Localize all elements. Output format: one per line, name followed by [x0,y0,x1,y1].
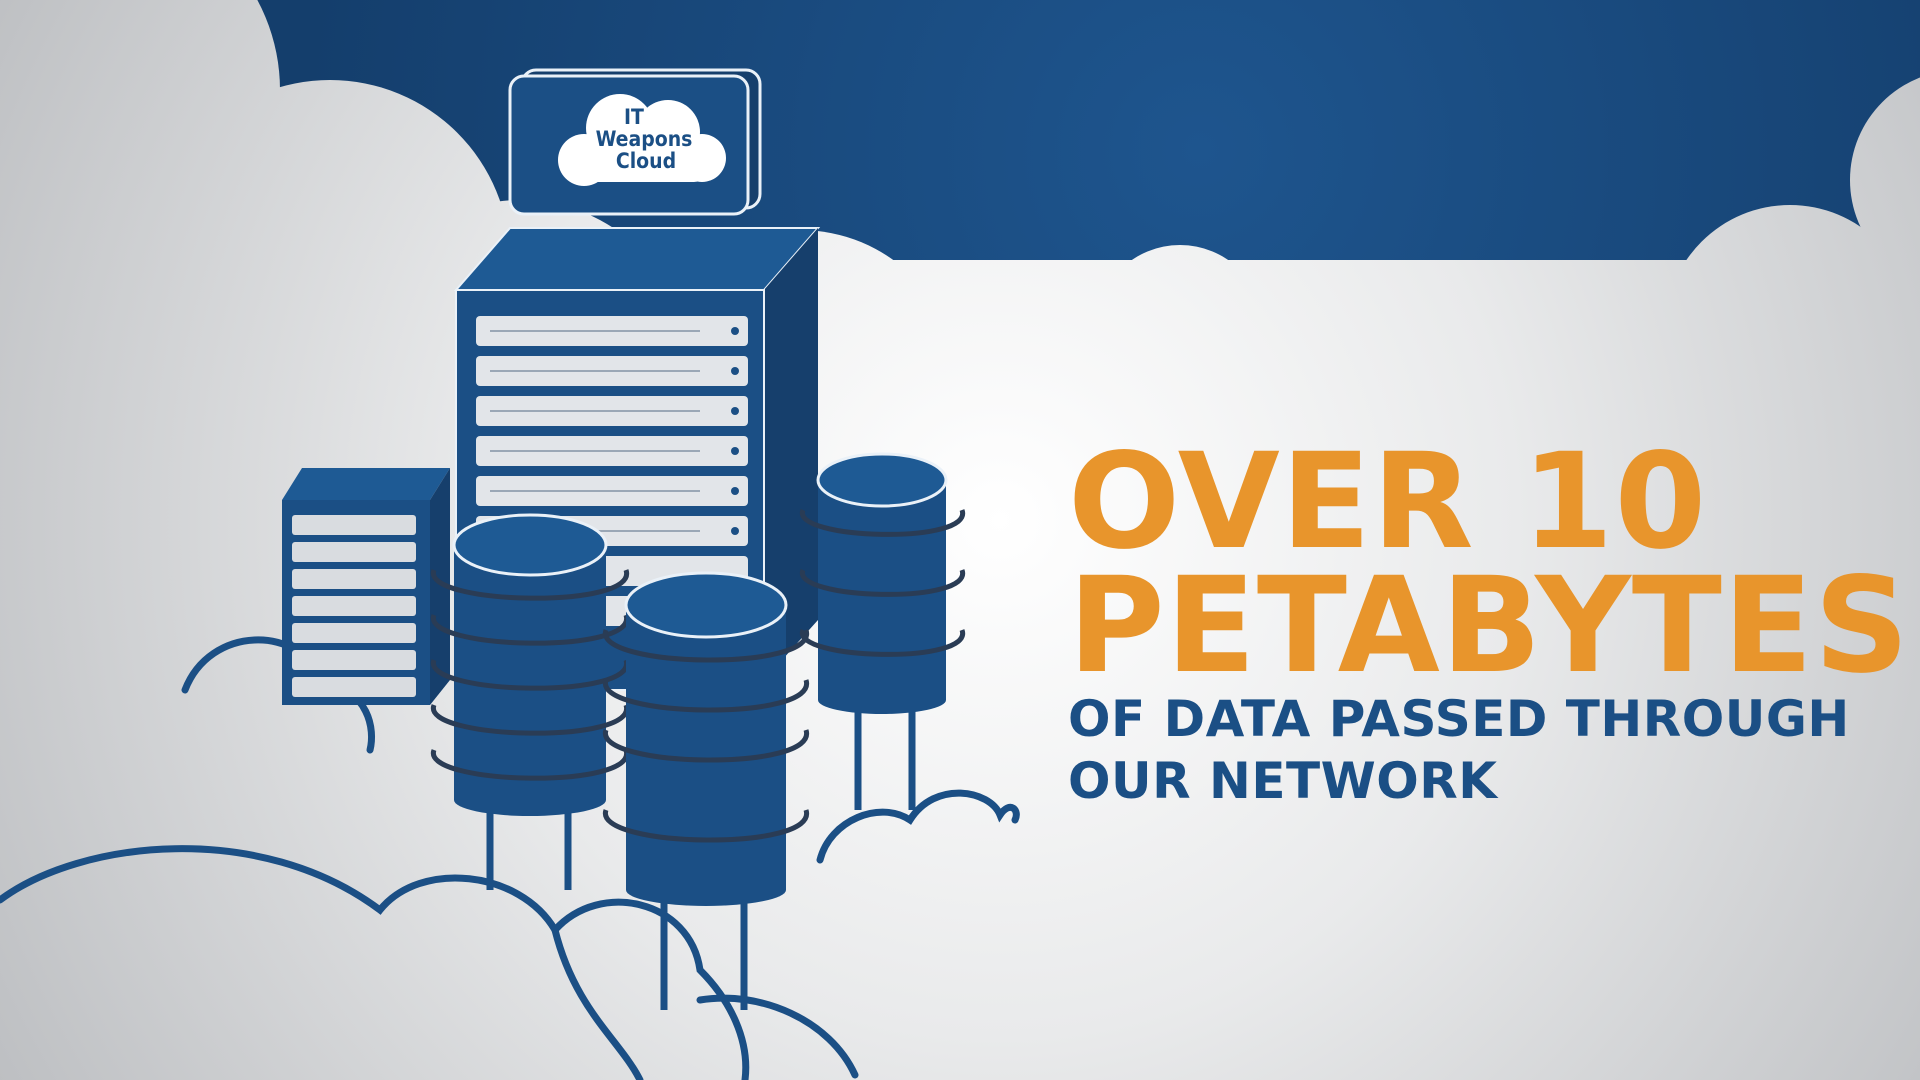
badge-line-3: Cloud [616,149,676,173]
badge-line-2: Weapons [596,127,693,151]
headline-line-2: PETABYTES [1068,549,1911,703]
it-weapons-cloud-badge: IT Weapons Cloud [508,68,762,216]
headline-line-1: OVER 10 [1068,425,1708,579]
badge-line-1: IT [624,105,644,129]
large-outline-cloud-bottom [0,845,750,1080]
headline-line-3: OF DATA PASSED THROUGH [1068,690,1850,748]
headline: OVER 10 PETABYTES OF DATA PASSED THROUGH… [1068,425,1911,812]
cloud-icon [558,94,726,186]
storage-cylinder-right [800,452,965,714]
outline-cloud-bottom-right [696,994,859,1079]
storage-cylinder-left [431,513,629,816]
outline-cloud-right [816,789,1020,864]
headline-line-4: OUR NETWORK [1068,752,1498,810]
small-server [282,468,450,705]
storage-legs [486,710,916,1010]
large-outline-cloud-bottom-b [551,926,644,1080]
storage-cylinder-center [603,571,809,906]
